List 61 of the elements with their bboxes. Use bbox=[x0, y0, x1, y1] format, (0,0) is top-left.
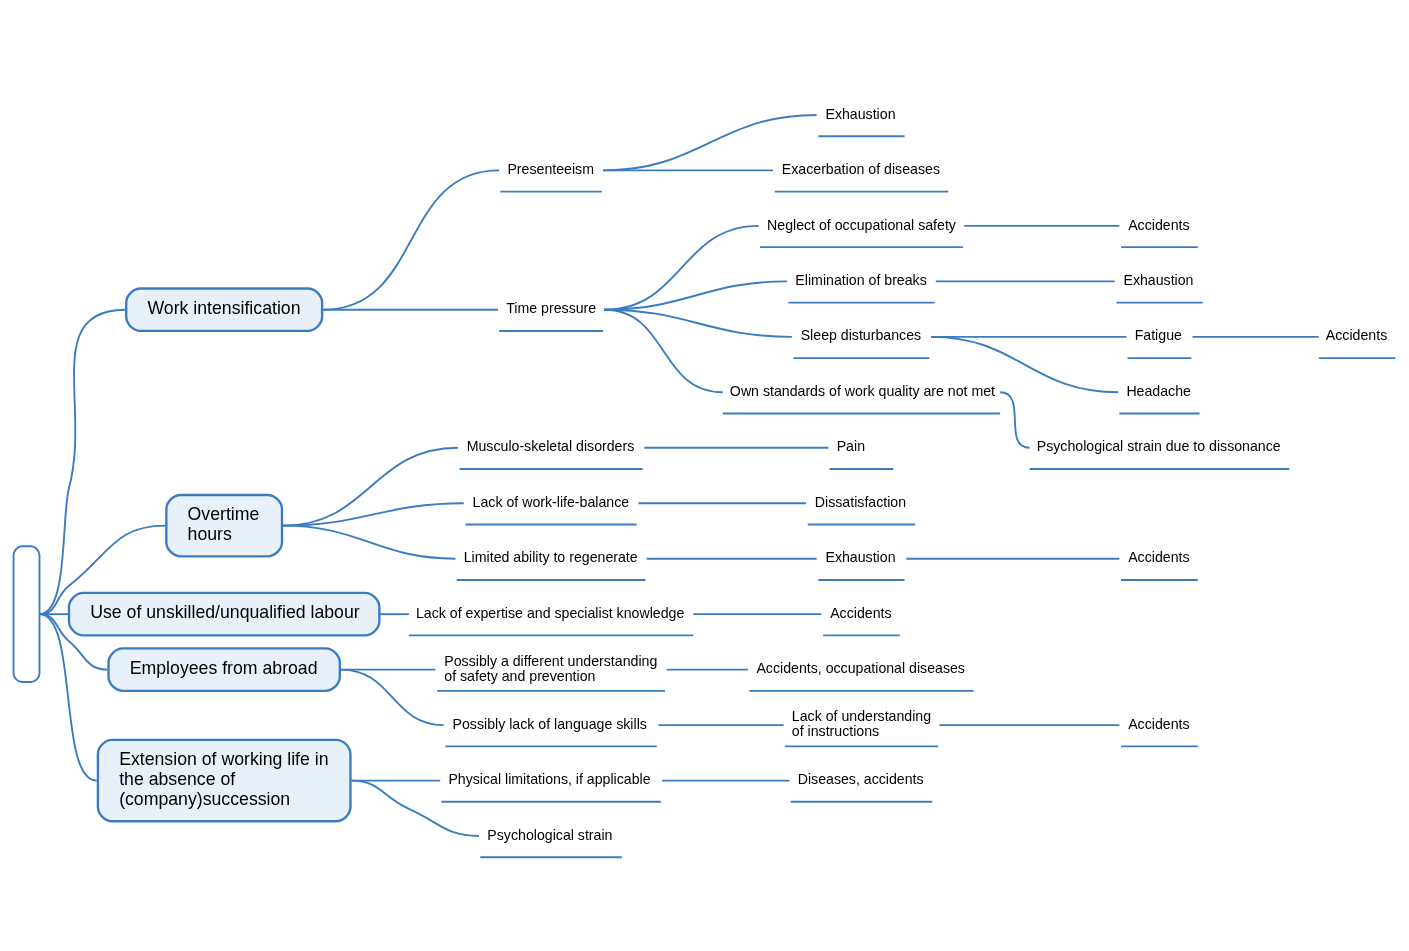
node-text: Sleep disturbances bbox=[800, 327, 922, 344]
node-text: Time pressure bbox=[506, 300, 597, 317]
node-text: Lack of expertise and specialist knowledge bbox=[415, 604, 685, 621]
node-text: Accidents bbox=[1128, 549, 1190, 566]
node-text: Fatigue bbox=[1134, 327, 1182, 344]
node-box: Extension of working life in the absence of (company)succession bbox=[96, 738, 352, 823]
connector bbox=[322, 169, 501, 311]
connector bbox=[999, 391, 1031, 449]
node-text: Headache bbox=[1126, 382, 1191, 399]
node-text: Limited ability to regenerate bbox=[463, 549, 638, 566]
node-box: Use of unskilled/unqualified labour bbox=[67, 591, 381, 637]
connector bbox=[282, 524, 457, 560]
node-text: Possibly a different understanding of safety and prevention bbox=[444, 652, 658, 684]
connector bbox=[322, 308, 499, 311]
connector bbox=[930, 335, 1120, 394]
node-text: Psychological strain due to dissonance bbox=[1036, 438, 1281, 455]
node-text: Accidents, occupational diseases bbox=[756, 660, 965, 677]
connector bbox=[637, 502, 807, 505]
node-box bbox=[12, 545, 41, 683]
node-text: Physical limitations, if applicable bbox=[448, 771, 651, 788]
node-text: Accidents bbox=[1128, 715, 1190, 732]
node-text: Accidents bbox=[830, 604, 892, 621]
node-text: Diseases, accidents bbox=[797, 771, 924, 788]
connector bbox=[905, 557, 1121, 560]
connector bbox=[963, 224, 1121, 227]
connector bbox=[350, 779, 481, 837]
connector bbox=[340, 668, 445, 727]
node-text: Exhaustion bbox=[825, 549, 896, 566]
node-text: Possibly lack of language skills bbox=[452, 715, 647, 732]
node-text: Lack of work-life-balance bbox=[472, 493, 630, 510]
node-text: Exhaustion bbox=[825, 105, 896, 122]
node-text: Accidents bbox=[1325, 327, 1388, 344]
node-text: Lack of understanding of instructions bbox=[791, 708, 932, 740]
connector bbox=[661, 779, 791, 782]
connector bbox=[645, 557, 818, 560]
node-text: Exhaustion bbox=[1123, 272, 1194, 289]
connector bbox=[643, 446, 830, 449]
connector bbox=[602, 114, 818, 172]
connector bbox=[657, 724, 785, 727]
node-text: Neglect of occupational safety bbox=[767, 216, 956, 233]
node-text: Psychological strain bbox=[487, 826, 613, 843]
node-text: Own standards of work quality are not met bbox=[729, 382, 996, 399]
connector bbox=[602, 169, 774, 172]
connector bbox=[934, 280, 1116, 283]
connector bbox=[938, 724, 1121, 727]
connector bbox=[378, 613, 410, 616]
node-text: Elimination of breaks bbox=[795, 272, 927, 289]
connector bbox=[603, 308, 724, 394]
node-text: Dissatisfaction bbox=[814, 493, 907, 510]
node-box: Work intensification bbox=[125, 287, 324, 333]
node-text: Accidents bbox=[1128, 216, 1190, 233]
connector bbox=[38, 613, 98, 782]
node-text: Presenteeism bbox=[507, 161, 594, 178]
connector bbox=[1191, 335, 1320, 338]
node-text: Pain bbox=[836, 438, 866, 455]
connector bbox=[692, 613, 823, 616]
node-text: Musculo-skeletal disorders bbox=[466, 438, 635, 455]
node-box: Employees from abroad bbox=[107, 647, 341, 693]
node-box: Overtime hours bbox=[165, 493, 284, 558]
node-text: Exacerbation of diseases bbox=[781, 161, 940, 178]
connector bbox=[665, 668, 750, 671]
